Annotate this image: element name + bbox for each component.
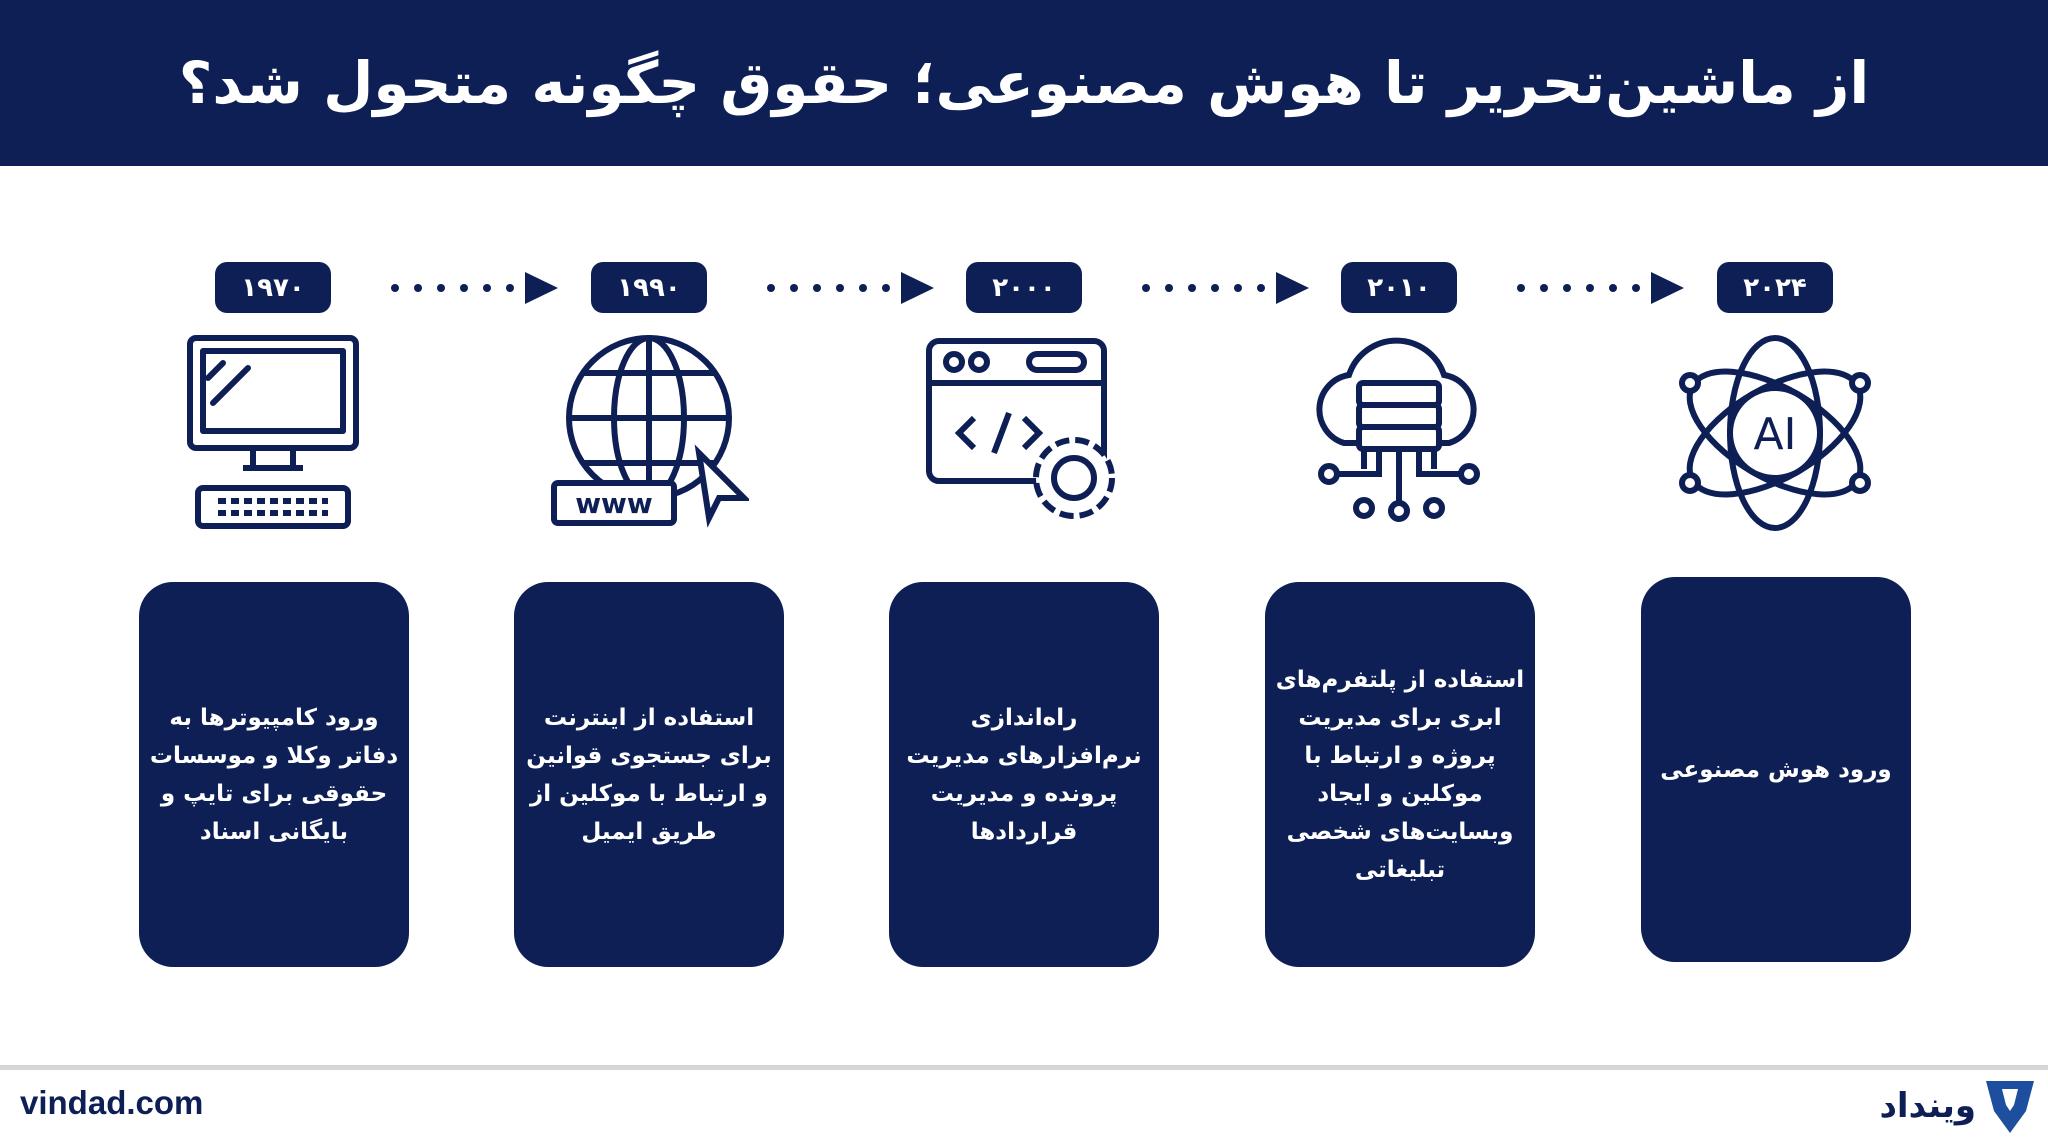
vindad-logo-icon: [1986, 1081, 2034, 1133]
dotted-arrow-icon: [1142, 272, 1309, 304]
year-badge-2000: ۲۰۰۰: [966, 262, 1082, 313]
year-badge-2010: ۲۰۱۰: [1341, 262, 1457, 313]
site-url[interactable]: vindad.com: [20, 1084, 204, 1121]
year-badge-1990: ۱۹۹۰: [591, 262, 707, 313]
page-title: از ماشین‌تحریر تا هوش مصنوعی؛ حقوق چگونه…: [178, 49, 1870, 117]
header-banner: از ماشین‌تحریر تا هوش مصنوعی؛ حقوق چگونه…: [0, 0, 2048, 166]
brand-logo: وینداد: [1879, 1077, 2038, 1135]
svg-text:www: www: [575, 487, 653, 520]
year-badge-1970: ۱۹۷۰: [215, 262, 331, 313]
timeline-card-2000: راه‌اندازی نرم‌افزارهای مدیریت پرونده و …: [889, 582, 1159, 967]
globe-www-icon: www: [551, 335, 749, 528]
timeline-card-1990: استفاده از اینترنت برای جستجوی قوانین و …: [514, 582, 784, 967]
dotted-arrow-icon: [767, 272, 934, 304]
timeline-card-2024: ورود هوش مصنوعی: [1641, 577, 1911, 962]
brand-name: وینداد: [1879, 1086, 1976, 1126]
ai-atom-icon: AI: [1679, 335, 1871, 531]
dotted-arrow-icon: [391, 272, 558, 304]
year-badge-2024: ۲۰۲۴: [1717, 262, 1833, 313]
cloud-server-icon: [1316, 337, 1480, 522]
software-settings-icon: [926, 338, 1115, 519]
footer-divider: [0, 1065, 2048, 1070]
svg-text:AI: AI: [1753, 409, 1796, 460]
computer-icon: [187, 335, 359, 529]
timeline-card-2010: استفاده از پلتفرم‌های ابری برای مدیریت پ…: [1265, 582, 1535, 967]
dotted-arrow-icon: [1517, 272, 1684, 304]
timeline-card-1970: ورود کامپیوترها به دفاتر وکلا و موسسات ح…: [139, 582, 409, 967]
